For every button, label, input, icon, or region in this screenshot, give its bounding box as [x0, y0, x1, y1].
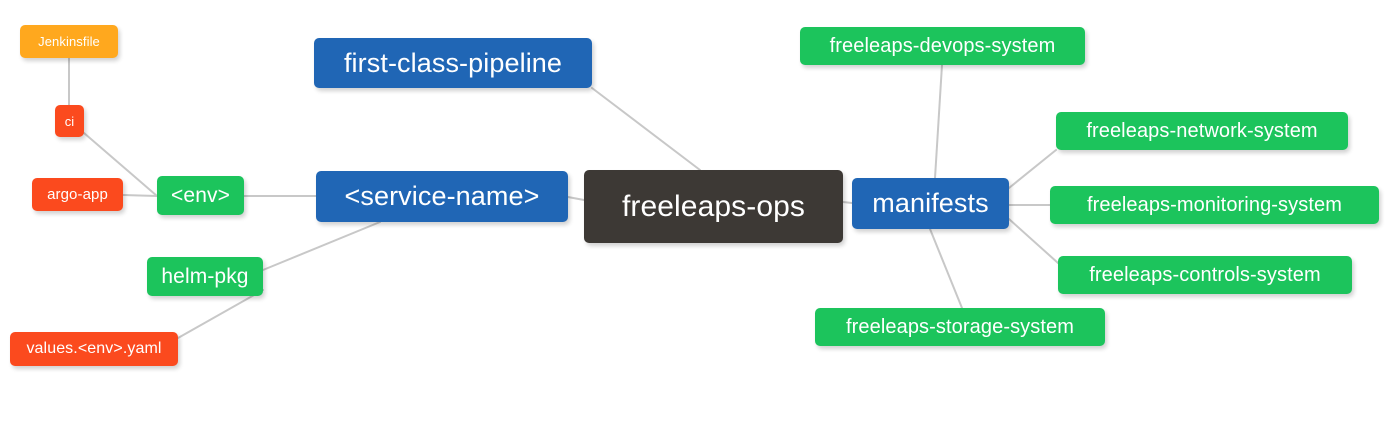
node-manifests[interactable]: manifests — [852, 178, 1009, 229]
node-label: <env> — [171, 183, 230, 207]
node-label: first-class-pipeline — [343, 47, 563, 78]
node-label: freeleaps-monitoring-system — [1086, 193, 1342, 216]
node-freeleaps-ops[interactable]: freeleaps-ops — [584, 170, 843, 243]
node-ci[interactable]: ci — [55, 105, 84, 137]
edge-helm-pkg-to-service-name — [262, 221, 381, 271]
node-label: freeleaps-controls-system — [1089, 263, 1321, 286]
edge-first-class-pipeline-to-freeleaps-ops — [591, 87, 701, 171]
node-argo-app[interactable]: argo-app — [32, 178, 123, 211]
node-helm-pkg[interactable]: helm-pkg — [147, 257, 263, 296]
edge-freeleaps-ops-to-manifests — [842, 201, 853, 204]
node-label: freeleaps-devops-system — [829, 34, 1056, 57]
edge-service-name-to-freeleaps-ops — [567, 196, 585, 201]
node-jenkinsfile[interactable]: Jenkinsfile — [20, 25, 118, 58]
edge-manifests-to-storage-system — [929, 228, 963, 309]
node-monitoring-system[interactable]: freeleaps-monitoring-system — [1050, 186, 1379, 224]
edge-ci-to-env — [83, 132, 158, 197]
node-label: helm-pkg — [161, 264, 249, 288]
node-label: freeleaps-ops — [621, 189, 806, 223]
node-label: ci — [64, 113, 75, 129]
node-controls-system[interactable]: freeleaps-controls-system — [1058, 256, 1352, 294]
node-env[interactable]: <env> — [157, 176, 244, 215]
edge-values-yaml-to-helm-pkg — [177, 289, 264, 339]
node-first-class-pipeline[interactable]: first-class-pipeline — [314, 38, 592, 88]
edge-manifests-to-controls-system — [1008, 218, 1059, 264]
node-network-system[interactable]: freeleaps-network-system — [1056, 112, 1348, 150]
node-values-yaml[interactable]: values.<env>.yaml — [10, 332, 178, 366]
node-label: freeleaps-storage-system — [845, 315, 1075, 338]
node-label: <service-name> — [344, 181, 540, 211]
node-label: Jenkinsfile — [38, 34, 100, 49]
node-storage-system[interactable]: freeleaps-storage-system — [815, 308, 1105, 346]
node-label: argo-app — [47, 186, 108, 203]
node-label: manifests — [872, 188, 989, 218]
edge-manifests-to-network-system — [1008, 149, 1057, 189]
edge-argo-app-to-env — [122, 194, 158, 197]
node-service-name[interactable]: <service-name> — [316, 171, 568, 222]
node-devops-system[interactable]: freeleaps-devops-system — [800, 27, 1085, 65]
edge-manifests-to-devops-system — [934, 64, 943, 179]
node-label: values.<env>.yaml — [26, 340, 162, 357]
node-label: freeleaps-network-system — [1086, 119, 1318, 142]
